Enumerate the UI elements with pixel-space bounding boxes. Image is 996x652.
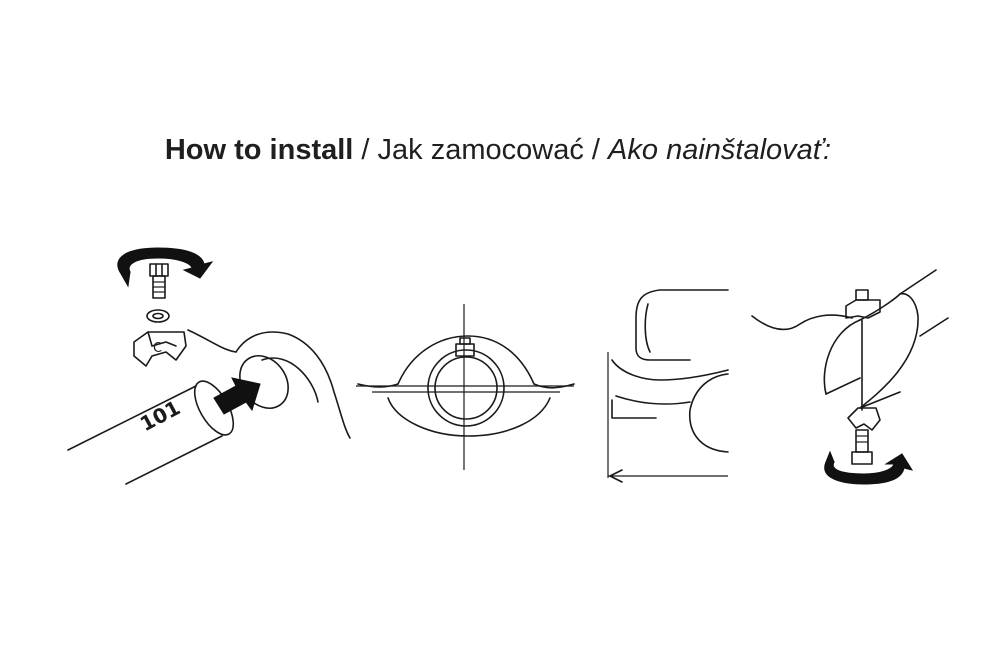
bolt-icon (149, 263, 169, 299)
step-3-illustration (607, 289, 729, 483)
heading-polish: Jak zamocować (377, 134, 584, 166)
u-clip-icon: C (133, 331, 187, 367)
install-heading: How to install / Jak zamocować / Ako nai… (0, 130, 996, 170)
heading-english: How to install (164, 134, 354, 166)
washer-icon (146, 309, 170, 323)
insert-arrow-icon (213, 377, 261, 415)
heading-slovak: Ako nainštalovať: (608, 134, 832, 166)
heading-separator-1: / (361, 134, 370, 166)
step-1-illustration: C 101 (67, 247, 351, 485)
step-2-illustration (356, 304, 575, 470)
clip-marking: C (153, 341, 162, 356)
heading-separator-2: / (591, 134, 600, 166)
tube-marking: 101 (136, 395, 184, 436)
rotate-arrow-icon (117, 247, 214, 288)
rotate-arrow-icon-bottom (824, 453, 914, 485)
step-4-illustration (751, 269, 949, 485)
